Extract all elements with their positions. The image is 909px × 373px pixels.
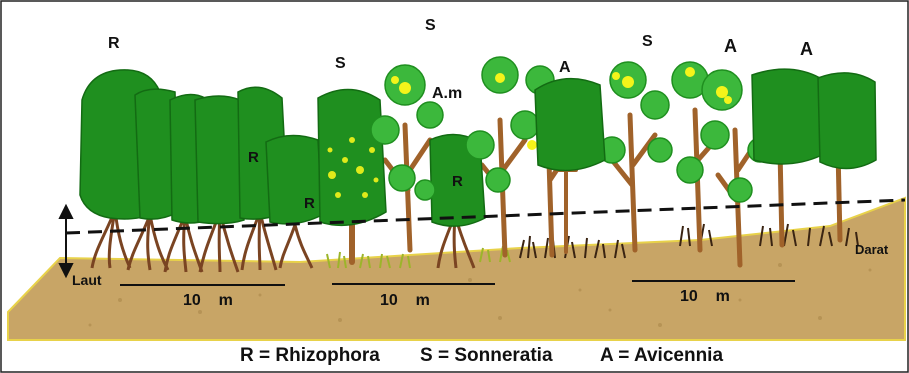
label-s-right: S [642, 33, 653, 50]
legend-sonneratia: S = Sonneratia [420, 345, 553, 366]
label-laut: Laut [72, 272, 102, 288]
label-s-left: S [335, 55, 346, 72]
label-r-top: R [108, 35, 120, 52]
legend-rhizophora: R = Rhizophora [240, 345, 380, 366]
legend-avicennia: A = Avicennia [600, 345, 723, 366]
scale-bar-label-1: 10 m [183, 292, 233, 309]
label-a-right1: A [724, 36, 737, 56]
label-r-tree2: R [304, 195, 315, 212]
scale-bar-label-2: 10 m [380, 292, 430, 309]
label-am: A.m [432, 85, 462, 102]
scale-bar-label-3: 10 m [680, 288, 730, 305]
label-darat: Darat [855, 242, 889, 257]
label-r-tree1: R [248, 149, 259, 166]
label-r-tree3: R [452, 173, 463, 190]
sonneratia-canopy-left [318, 89, 386, 225]
label-a-mid: A [559, 59, 571, 76]
label-a-right2: A [800, 39, 813, 59]
label-s-top: S [425, 17, 436, 34]
